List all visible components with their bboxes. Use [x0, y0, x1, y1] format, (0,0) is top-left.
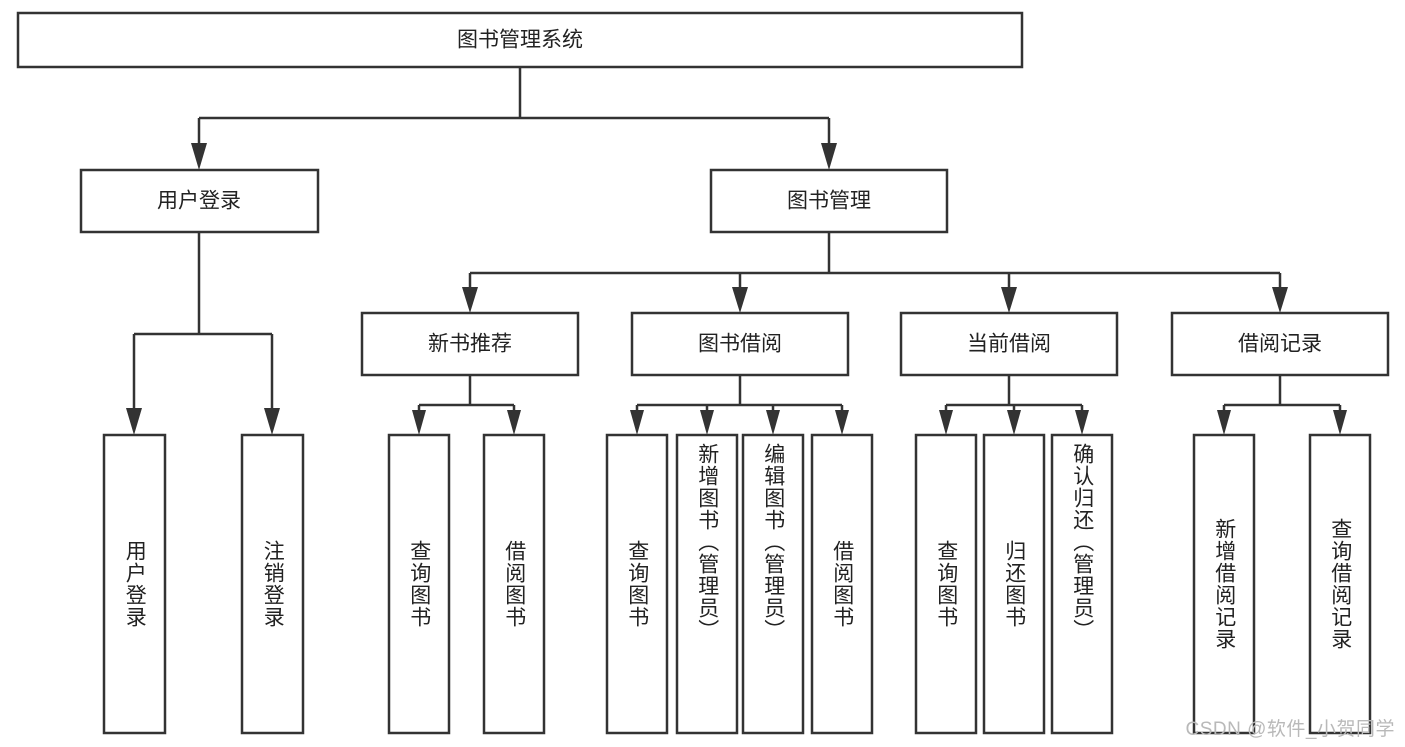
arrow-head-leaf-query-book-borrow: [630, 410, 644, 435]
node-box-leaf-confirm-return[interactable]: [1050, 433, 1114, 735]
node-box-leaf-query-book-current[interactable]: [914, 433, 978, 735]
node-box-book-management[interactable]: [709, 168, 949, 234]
node-box-borrow-record[interactable]: [1170, 311, 1390, 377]
arrow-head-book-management: [821, 143, 837, 170]
node-label-new-book-recommend: 新书推荐: [428, 333, 512, 356]
node-box-leaf-add-book[interactable]: [675, 433, 739, 735]
arrow-head-leaf-add-borrow-record: [1217, 410, 1231, 435]
node-box-root[interactable]: [16, 11, 1024, 69]
node-box-leaf-edit-book[interactable]: [741, 433, 805, 735]
node-box-leaf-borrow-book-rec[interactable]: [482, 433, 546, 735]
node-box-book-borrow[interactable]: [630, 311, 850, 377]
node-box-leaf-logout[interactable]: [240, 433, 305, 735]
node-box-leaf-query-book-rec[interactable]: [387, 433, 451, 735]
arrow-head-leaf-query-book-current: [939, 410, 953, 435]
arrow-head-borrow-record: [1272, 287, 1288, 313]
node-label-book-management: 图书管理: [787, 190, 871, 213]
arrow-head-leaf-edit-book: [766, 410, 780, 435]
arrow-head-leaf-return-book: [1007, 410, 1021, 435]
node-box-new-book-recommend[interactable]: [360, 311, 580, 377]
node-box-leaf-query-book-borrow[interactable]: [605, 433, 669, 735]
arrow-head-leaf-confirm-return: [1075, 410, 1089, 435]
node-box-user-login[interactable]: [79, 168, 320, 234]
arrow-head-leaf-logout: [264, 408, 280, 435]
node-box-leaf-user-login[interactable]: [102, 433, 167, 735]
node-box-leaf-borrow-book[interactable]: [810, 433, 874, 735]
arrow-head-leaf-add-book: [700, 410, 714, 435]
node-box-current-borrow[interactable]: [899, 311, 1119, 377]
arrow-head-leaf-query-borrow-record: [1333, 410, 1347, 435]
node-label-borrow-record: 借阅记录: [1238, 333, 1322, 356]
arrow-head-user-login: [191, 143, 207, 170]
connector-layer: [126, 67, 1347, 435]
arrow-head-leaf-borrow-book: [835, 410, 849, 435]
arrow-head-leaf-user-login: [126, 408, 142, 435]
arrow-head-new-book-recommend: [462, 287, 478, 313]
node-label-current-borrow: 当前借阅: [967, 333, 1051, 356]
node-label-root: 图书管理系统: [457, 29, 583, 52]
node-label-book-borrow: 图书借阅: [698, 333, 782, 356]
watermark-text: CSDN @软件_小贺同学: [1185, 719, 1395, 740]
arrow-head-current-borrow: [1001, 287, 1017, 313]
node-layer: 图书管理系统 用户登录 图书管理 新书推荐 图书借阅 当前借阅 借阅记录: [16, 11, 1390, 735]
arrow-head-leaf-borrow-book-rec: [507, 410, 521, 435]
arrow-head-book-borrow: [732, 287, 748, 313]
node-box-leaf-query-borrow-record[interactable]: [1308, 433, 1372, 735]
node-box-leaf-add-borrow-record[interactable]: [1192, 433, 1256, 735]
node-label-user-login: 用户登录: [157, 190, 241, 213]
node-box-leaf-return-book[interactable]: [982, 433, 1046, 735]
arrow-head-leaf-query-book-rec: [412, 410, 426, 435]
